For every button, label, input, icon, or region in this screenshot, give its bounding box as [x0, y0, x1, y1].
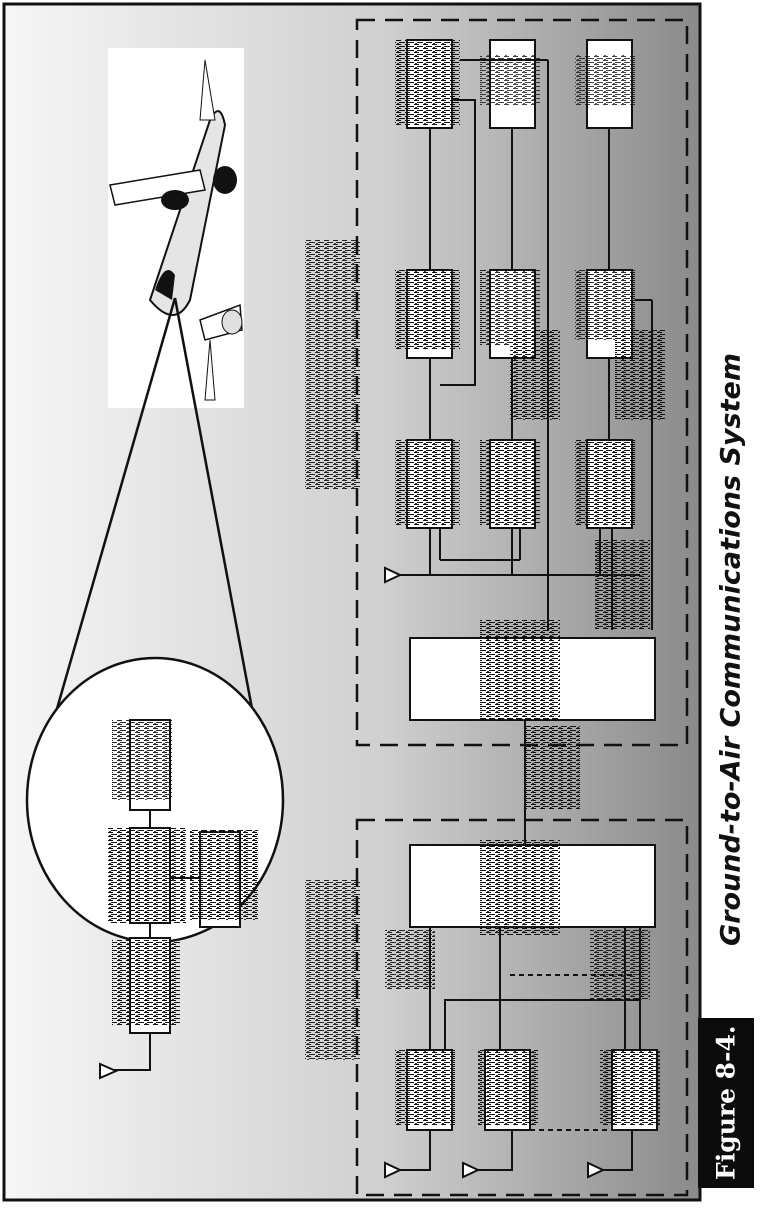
zoom-line-right — [173, 297, 264, 763]
ground-station-lower — [355, 818, 689, 1197]
lower-module-grid — [384, 927, 660, 1179]
antenna-icon — [587, 1161, 606, 1179]
aircraft-system-blocks — [99, 719, 258, 1080]
figure-label: Figure 8-4. — [698, 1018, 754, 1188]
aircraft-icon — [108, 48, 244, 408]
zoom-line-left — [46, 297, 177, 741]
upper-module-grid — [384, 39, 665, 630]
antenna-icon — [99, 1062, 119, 1080]
figure-title: Ground-to-Air Communications System — [715, 353, 747, 947]
antenna-icon — [462, 1161, 481, 1179]
antenna-icon — [384, 566, 403, 584]
antenna-icon — [384, 1161, 403, 1179]
